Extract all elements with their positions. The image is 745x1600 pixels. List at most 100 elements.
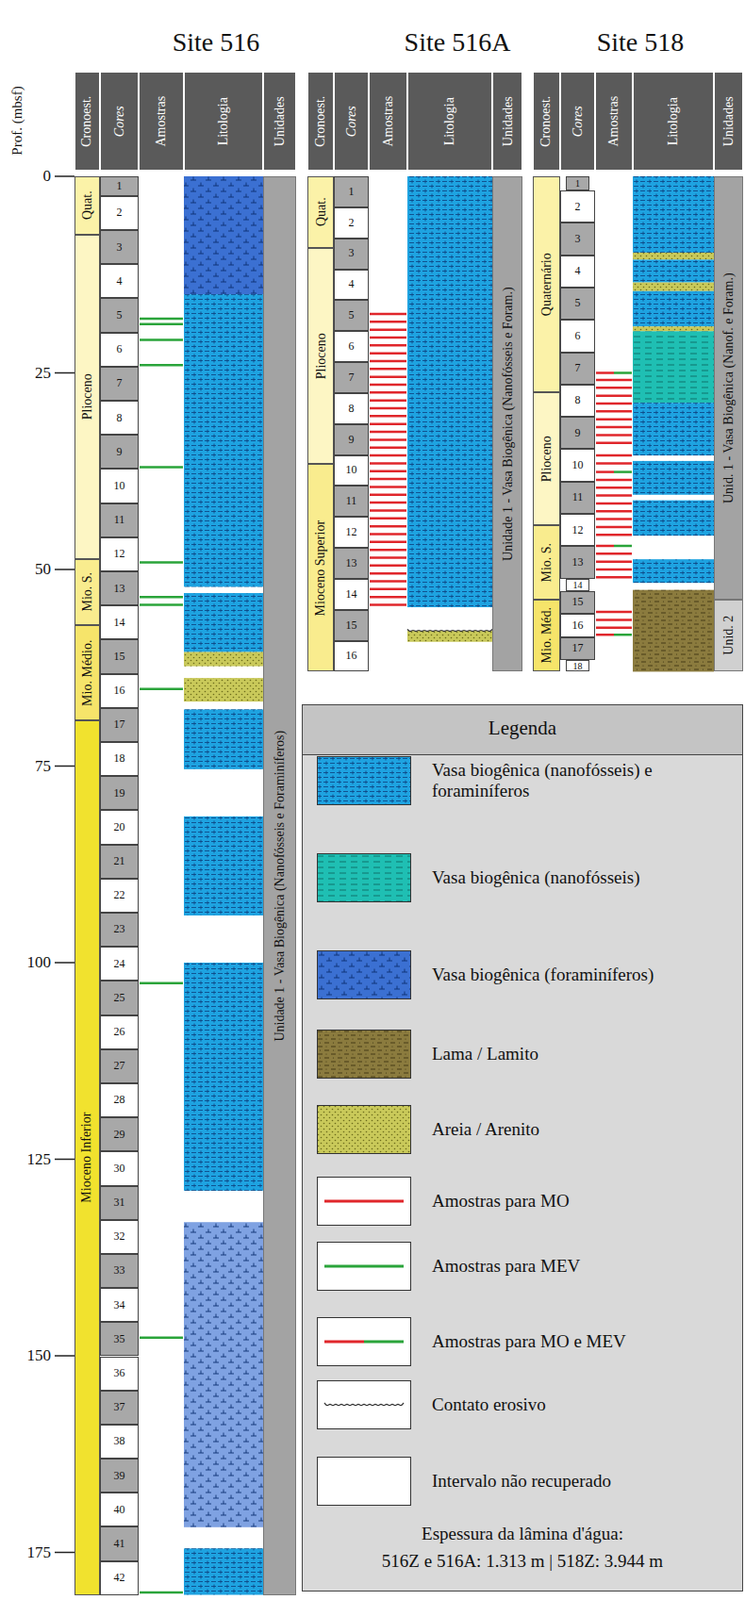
unit-box: Unid. 2 bbox=[713, 599, 744, 673]
core-box: 7 bbox=[333, 362, 369, 394]
core-box: 1 bbox=[333, 176, 369, 208]
core-box: 14 bbox=[99, 605, 139, 640]
legend-text: Amostras para MO bbox=[431, 1191, 732, 1212]
depth-tick-label: 125 bbox=[27, 1150, 52, 1169]
sample-mark bbox=[139, 364, 183, 367]
core-box-text: 3 bbox=[575, 232, 581, 246]
core-box: 29 bbox=[99, 1117, 139, 1152]
core-box: 12 bbox=[560, 513, 596, 547]
core-box: 14 bbox=[565, 579, 590, 592]
lithology-interval bbox=[632, 461, 714, 496]
depth-tick bbox=[54, 1552, 75, 1555]
core-box: 10 bbox=[99, 468, 139, 503]
sample-mark bbox=[596, 545, 614, 548]
sample-mark bbox=[613, 470, 632, 474]
chronostratigraphy-box: Mio. Médio. bbox=[74, 625, 100, 721]
core-box: 6 bbox=[99, 332, 139, 367]
core-box: 25 bbox=[99, 980, 139, 1015]
legend-swatch-fill bbox=[317, 1030, 412, 1079]
chronostratigraphy-box: Mio. Méd. bbox=[532, 599, 561, 673]
core-box-text: 15 bbox=[572, 596, 584, 609]
lithology-interval bbox=[183, 176, 264, 295]
legend-note: Espessura da lâmina d'água: bbox=[421, 1524, 624, 1545]
core-box-text: 13 bbox=[572, 556, 584, 569]
site-title: Site 518 bbox=[596, 28, 685, 58]
sample-mark bbox=[596, 371, 614, 375]
core-box-text: 12 bbox=[572, 524, 584, 537]
erosive-contact bbox=[407, 629, 493, 631]
sample-mark bbox=[596, 611, 632, 614]
core-box: 22 bbox=[99, 878, 139, 913]
chronostratigraphy-box-text: Plioceno bbox=[313, 332, 328, 380]
column-header: Cores bbox=[99, 71, 139, 171]
sample-mark bbox=[596, 402, 632, 406]
core-box-text: 1 bbox=[348, 185, 355, 199]
lithology-interval bbox=[632, 590, 714, 673]
column-header: Cronoest. bbox=[74, 71, 100, 171]
column-header: Cores bbox=[560, 71, 596, 171]
core-box: 36 bbox=[99, 1357, 139, 1391]
chronostratigraphy-box-text: Mio. S. bbox=[80, 572, 95, 613]
column-header: Litologia bbox=[407, 71, 493, 171]
lithology-interval bbox=[183, 1222, 264, 1528]
sample-mark bbox=[596, 517, 632, 521]
core-box: 41 bbox=[99, 1526, 139, 1561]
core-box: 5 bbox=[333, 299, 369, 332]
core-box: 40 bbox=[99, 1492, 139, 1527]
core-box-text: 22 bbox=[114, 889, 126, 902]
core-box: 2 bbox=[560, 190, 596, 223]
core-box-text: 38 bbox=[114, 1435, 126, 1448]
core-box-text: 11 bbox=[114, 513, 126, 527]
core-box-text: 3 bbox=[116, 241, 123, 254]
lithology-interval bbox=[183, 294, 264, 587]
chronostratigraphy-box: Mioceno Superior bbox=[307, 463, 334, 672]
core-box: 15 bbox=[333, 610, 369, 642]
sample-mark bbox=[369, 485, 407, 489]
legend-text: Amostras para MO e MEV bbox=[431, 1331, 732, 1353]
sample-mark bbox=[369, 603, 407, 607]
depth-tick-label: 175 bbox=[27, 1543, 52, 1562]
core-box-text: 35 bbox=[114, 1333, 126, 1346]
lithology-interval bbox=[632, 252, 714, 261]
legend-swatch bbox=[316, 1317, 412, 1367]
core-box-text: 7 bbox=[348, 371, 355, 384]
core-box-text: 9 bbox=[348, 433, 355, 447]
sample-mark bbox=[369, 344, 407, 348]
core-box-text: 1 bbox=[575, 178, 580, 189]
lithology-interval bbox=[183, 593, 264, 653]
core-box-text: 28 bbox=[114, 1093, 126, 1107]
core-box-text: 10 bbox=[346, 463, 358, 477]
sample-mark bbox=[596, 379, 632, 382]
lithology-interval bbox=[632, 291, 714, 328]
core-box-text: 8 bbox=[575, 394, 581, 407]
column-header-text: Litologia bbox=[442, 97, 457, 146]
unit-box: Unidade 1 - Vasa Biogênica (Nanofósseis … bbox=[263, 176, 297, 1596]
axis-title: Prof. (mbsf) bbox=[9, 85, 26, 155]
core-box: 33 bbox=[99, 1254, 139, 1289]
sample-mark bbox=[139, 338, 183, 342]
legend-text: Vasa biogênica (foraminíferos) bbox=[431, 964, 732, 986]
column-header-text: Litologia bbox=[665, 97, 680, 146]
chronostratigraphy-box-text: Mioceno Superior bbox=[313, 520, 328, 616]
column-header: Cronoest. bbox=[532, 71, 561, 171]
lithology-interval bbox=[632, 559, 714, 583]
sample-mark bbox=[369, 564, 407, 568]
lithology-interval bbox=[183, 652, 264, 667]
core-box-text: 9 bbox=[575, 427, 581, 440]
lithology-interval bbox=[183, 962, 264, 1192]
sample-mark bbox=[596, 626, 632, 630]
legend-swatch-fill bbox=[317, 1242, 412, 1292]
sample-mark bbox=[596, 618, 632, 622]
chronostratigraphy-box: Plioceno bbox=[532, 392, 561, 526]
column-header: Unidades bbox=[263, 71, 297, 171]
core-box-text: 5 bbox=[116, 309, 123, 322]
sample-mark bbox=[369, 572, 407, 576]
lithology-interval bbox=[632, 259, 714, 282]
sample-mark bbox=[369, 517, 407, 521]
core-box-text: 16 bbox=[572, 619, 584, 632]
core-box: 5 bbox=[560, 287, 596, 320]
depth-tick bbox=[54, 961, 75, 964]
legend-entry: Areia / Arenito bbox=[316, 1101, 738, 1159]
chronostratigraphy-box: Mioceno Inferior bbox=[74, 720, 100, 1595]
legend-swatch-pattern bbox=[317, 854, 411, 902]
